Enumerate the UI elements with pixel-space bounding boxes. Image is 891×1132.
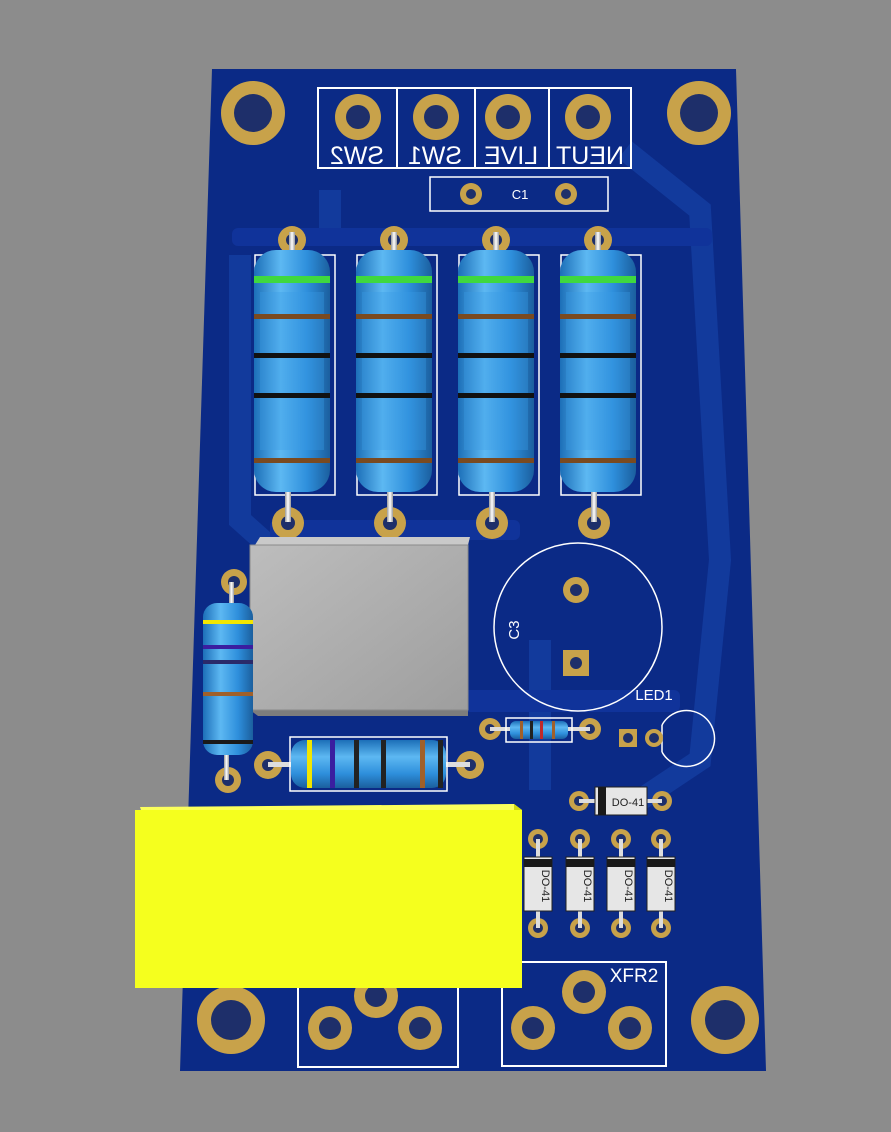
resistor-band [356, 458, 432, 463]
pad-hole [587, 516, 601, 530]
diode-vertical: DO-41 [646, 829, 676, 938]
resistor-band [560, 393, 636, 398]
led1-footprint: LED1 [619, 687, 716, 768]
resistor-band [203, 692, 253, 696]
power-resistor-group [254, 226, 642, 539]
power-resistor [254, 226, 336, 539]
designator-led1: LED1 [635, 687, 673, 704]
resistor-band [254, 458, 330, 463]
diode-label: DO-41 [539, 870, 551, 902]
resistor-band [560, 314, 636, 319]
resistor-band [203, 645, 253, 649]
resistor-lead [285, 488, 291, 522]
diode-vertical: DO-41 [606, 829, 636, 938]
designator-c1: C1 [512, 187, 529, 202]
small-resistor-near-led [479, 717, 601, 743]
mounting-hole-bottom-right [691, 986, 759, 1054]
resistor-lead [387, 488, 393, 522]
power-resistor [560, 226, 642, 539]
resistor-band [254, 276, 330, 283]
resistor-band [530, 721, 533, 739]
pad-hole [485, 516, 499, 530]
resistor-band [307, 740, 312, 788]
resistor-band [438, 740, 443, 788]
power-resistor [356, 226, 438, 539]
pad-hole [281, 516, 295, 530]
connector-label-neut: NEUT [556, 142, 624, 170]
resistor-band [552, 721, 555, 739]
terminal-connector-top: SW2 SW1 LIVE NEUT [317, 87, 632, 170]
resistor-band [203, 660, 253, 664]
diode-label: DO-41 [662, 870, 674, 902]
diode-cathode-band [647, 859, 675, 867]
resistor-body [560, 250, 636, 492]
resistor-band [381, 740, 386, 788]
connector-label-sw1: SW1 [408, 142, 462, 170]
resistor-lead [595, 232, 601, 256]
resistor-band [254, 314, 330, 319]
resistor-band [203, 620, 253, 624]
resistor-band [254, 393, 330, 398]
designator-c3: C3 [506, 620, 523, 639]
resistor-band [520, 721, 523, 739]
transformer-body [135, 804, 522, 988]
resistor-body [458, 250, 534, 492]
resistor-band [203, 740, 253, 744]
resistor-body [356, 250, 432, 492]
transformer-left-pads [297, 974, 459, 1068]
diode-cathode-band [524, 859, 552, 867]
resistor-band [356, 353, 432, 358]
resistor-band [458, 458, 534, 463]
resistor-band [458, 314, 534, 319]
mounting-hole-bottom-left [197, 986, 265, 1054]
capacitor-c3-footprint: C3 [493, 542, 663, 712]
resistor-band [540, 721, 543, 739]
pad-hole [383, 516, 397, 530]
diode-label: DO-41 [581, 870, 593, 902]
resistor-band [458, 393, 534, 398]
resistor-band [420, 740, 425, 788]
designator-xfr2: XFR2 [610, 966, 659, 987]
resistor-band [560, 276, 636, 283]
diode-vertical: DO-41 [523, 829, 553, 938]
diode-cathode-band [566, 859, 594, 867]
diode-group-vertical: DO-41 DO-41 DO-41 DO-41 [523, 829, 676, 938]
mounting-hole-top-right [667, 81, 731, 145]
resistor-band [354, 740, 359, 788]
resistor-band [560, 353, 636, 358]
connector-label-sw2: SW2 [330, 142, 384, 170]
resistor-band [356, 276, 432, 283]
diode-vertical: DO-41 [565, 829, 595, 938]
capacitor-c1-footprint: C1 [429, 176, 609, 212]
resistor-band [356, 314, 432, 319]
resistor-band [254, 353, 330, 358]
diode-horizontal: DO-41 [569, 786, 672, 816]
resistor-lead [493, 232, 499, 256]
copper-traces [229, 141, 732, 810]
small-resistor-vertical [203, 569, 253, 793]
diode-label-horizontal: DO-41 [612, 797, 644, 809]
resistor-lead [591, 488, 597, 522]
diode-label: DO-41 [622, 870, 634, 902]
transformer-xfr2-footprint: XFR2 [501, 961, 667, 1067]
resistor-band [560, 458, 636, 463]
resistor-lead [289, 232, 295, 256]
resistor-band [458, 353, 534, 358]
small-resistor-horizontal [254, 736, 484, 792]
resistor-band [458, 276, 534, 283]
mounting-hole-top-left [221, 81, 285, 145]
diode-cathode-band [607, 859, 635, 867]
connector-label-live: LIVE [484, 142, 538, 170]
resistor-band [356, 393, 432, 398]
resistor-body [254, 250, 330, 492]
resistor-lead [391, 232, 397, 256]
power-resistor [458, 226, 540, 539]
resistor-band [330, 740, 335, 788]
film-capacitor [249, 537, 470, 716]
resistor-lead [489, 488, 495, 522]
